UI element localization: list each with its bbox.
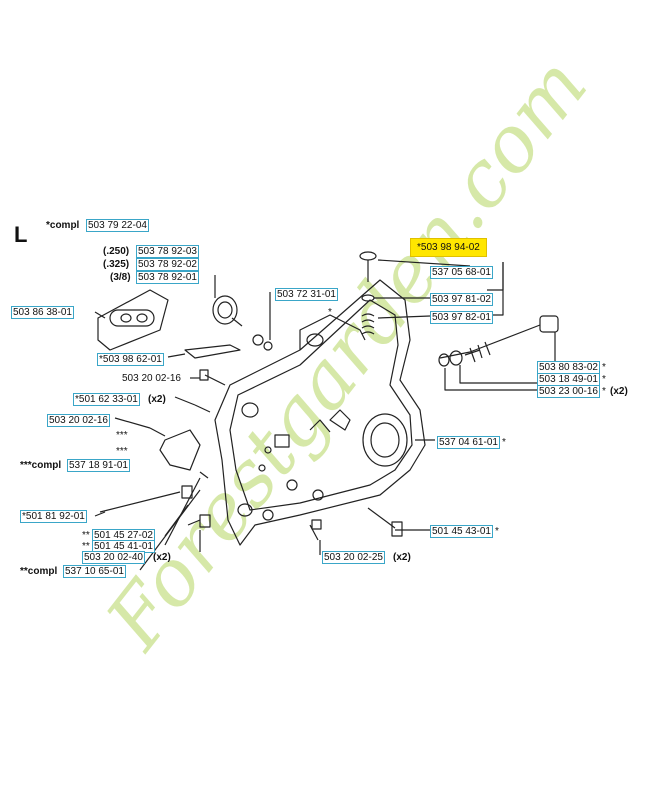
part-503-23-00-16[interactable]: 503 23 00-16 (537, 385, 600, 398)
compl2-prefix: **compl (20, 566, 58, 577)
part-503-78-92-01[interactable]: 503 78 92-01 (136, 271, 199, 284)
compl3-prefix: ***compl (20, 460, 62, 471)
prefix-501-45-27-02: ** (82, 530, 90, 541)
part-501-62-33-01[interactable]: *501 62 33-01 (73, 393, 140, 406)
part-503-78-92-03[interactable]: 503 78 92-03 (136, 245, 199, 258)
part-503-20-02-40[interactable]: 503 20 02-40 (82, 551, 145, 564)
qty-x2-b: (x2) (153, 552, 171, 563)
part-537-10-65-01[interactable]: 537 10 65-01 (63, 565, 126, 578)
part-501-81-92-01[interactable]: *501 81 92-01 (20, 510, 87, 523)
part-503-20-02-25[interactable]: 503 20 02-25 (322, 551, 385, 564)
part-503-98-94-02[interactable]: *503 98 94-02 (410, 238, 487, 257)
suffix-537-04-61-01: * (502, 437, 506, 448)
part-503-79-22-04[interactable]: 503 79 22-04 (86, 219, 149, 232)
qty-x2-a: (x2) (148, 394, 166, 405)
part-503-78-92-02[interactable]: 503 78 92-02 (136, 258, 199, 271)
suffix-503-80-83-02: * (602, 362, 606, 373)
section-letter: L (14, 222, 28, 247)
pitch-250-label: (.250) (103, 246, 130, 257)
part-537-04-61-01[interactable]: 537 04 61-01 (437, 436, 500, 449)
suffix-501-45-43-01: * (495, 526, 499, 537)
crankcase-cover (214, 279, 426, 546)
compl-prefix: *compl (46, 220, 80, 231)
part-503-97-82-01[interactable]: 503 97 82-01 (430, 311, 493, 324)
qty-x2-d: (x2) (393, 552, 411, 563)
stars-b: *** (116, 446, 128, 457)
part-503-20-02-16-text: 503 20 02-16 (122, 373, 181, 384)
part-501-45-43-01[interactable]: 501 45 43-01 (430, 525, 493, 538)
prefix-501-45-41-01: ** (82, 541, 90, 552)
part-537-18-91-01[interactable]: 537 18 91-01 (67, 459, 130, 472)
part-537-05-68-01[interactable]: 537 05 68-01 (430, 266, 493, 279)
star-marker: * (328, 307, 332, 318)
suffix-503-18-49-01: * (602, 374, 606, 385)
suffix-503-23-00-16: * (602, 386, 606, 397)
part-503-86-38-01[interactable]: 503 86 38-01 (11, 306, 74, 319)
part-503-20-02-16[interactable]: 503 20 02-16 (47, 414, 110, 427)
stars-a: *** (116, 430, 128, 441)
part-503-72-31-01[interactable]: 503 72 31-01 (275, 288, 338, 301)
pitch-38-label: (3/8) (110, 272, 131, 283)
part-503-97-81-02[interactable]: 503 97 81-02 (430, 293, 493, 306)
pitch-325-label: (.325) (103, 259, 130, 270)
part-503-98-62-01[interactable]: *503 98 62-01 (97, 353, 164, 366)
qty-x2-c: (x2) (610, 386, 628, 397)
